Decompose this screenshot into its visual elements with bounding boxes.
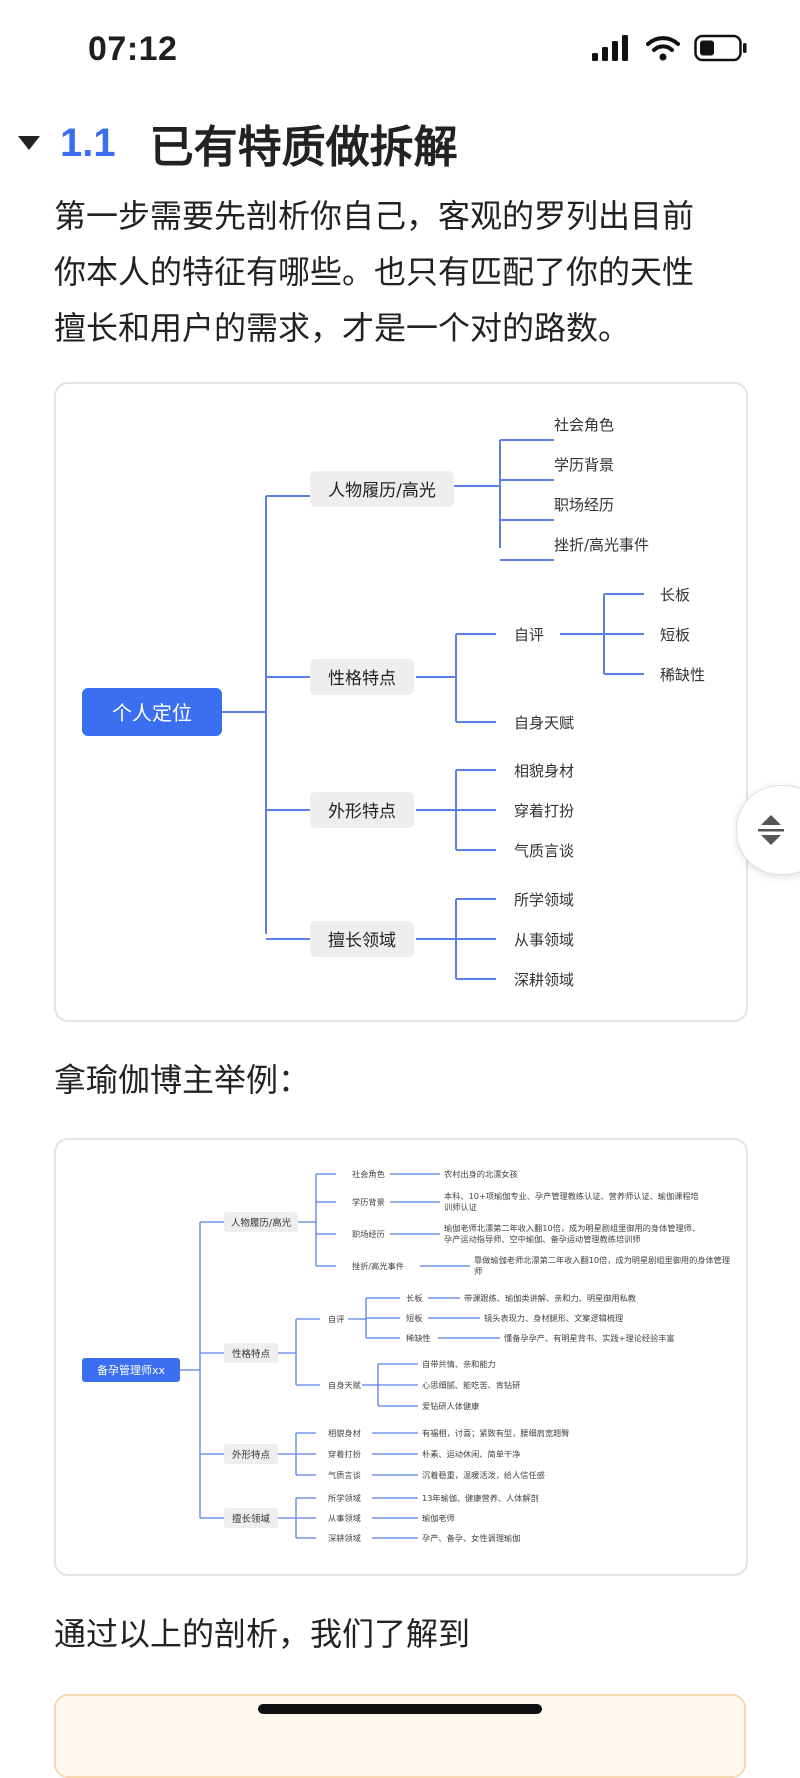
leaf-detail: 有福相，讨喜；紧致有型，腰细肩宽翘臀	[422, 1428, 569, 1438]
leaf-detail: 镜头表现力、身材腿形、文案逻辑梳理	[484, 1313, 623, 1323]
branch-node	[310, 792, 414, 828]
mindmap-personal-positioning: 个人定位 人物履历/高光 性格特点 外形特点 擅长领域 社会角色 学历背景 职场…	[82, 416, 705, 989]
intro-line: 第一步需要先剖析你自己，客观的罗列出目前	[54, 197, 695, 235]
leaf-label: 自评	[328, 1314, 344, 1324]
scroll-handle-icon	[758, 815, 784, 845]
leaf-label: 相貌身材	[328, 1428, 361, 1438]
leaf-detail: 自带共情、亲和能力	[422, 1359, 496, 1369]
leaf-detail: 孕产运动指导师、空中瑜伽、备孕运动管理教练培训师	[444, 1234, 641, 1244]
battery-icon	[694, 34, 747, 62]
intro-line: 擅长和用户的需求，才是一个对的路数。	[54, 309, 631, 347]
leaf-label: 学历背景	[352, 1197, 385, 1207]
mindmap-card-yoga-example: 备孕管理师xx 人物履历/高光 性格特点 外形特点 擅长领域 社会角色 农村出身…	[54, 1138, 748, 1576]
leaf-detail: 心思细腻、能吃苦、肯钻研	[422, 1380, 520, 1390]
leaf-detail: 13年瑜伽、健康营养、人体解剖	[422, 1493, 539, 1503]
leaf-label: 所学领域	[514, 891, 574, 909]
leaf-label: 所学领域	[328, 1493, 361, 1503]
leaf-detail: 懂备孕孕产、有明星背书、实践+理论经验丰富	[504, 1333, 675, 1343]
leaf-label: 深耕领域	[328, 1533, 361, 1543]
leaf-label: 穿着打扮	[328, 1449, 361, 1459]
leaf-label: 短板	[660, 626, 690, 644]
signal-icon	[592, 35, 628, 61]
intro-paragraph: 第一步需要先剖析你自己，客观的罗列出目前 你本人的特征有哪些。也只有匹配了你的天…	[54, 188, 744, 356]
mindmap-root-node	[82, 1358, 180, 1382]
mindmap-yoga-example: 备孕管理师xx 人物履历/高光 性格特点 外形特点 擅长领域 社会角色 农村出身…	[82, 1169, 730, 1543]
branch-label: 性格特点	[328, 669, 396, 689]
leaf-detail: 孕产、备孕、女性调理瑜伽	[422, 1533, 520, 1543]
leaf-label: 社会角色	[352, 1169, 385, 1179]
home-indicator[interactable]	[258, 1704, 542, 1714]
branch-label: 外形特点	[232, 1449, 271, 1461]
section-number: 1.1	[60, 120, 116, 165]
branch-node	[224, 1444, 278, 1464]
leaf-label: 自身天赋	[514, 714, 574, 732]
example-heading: 拿瑜伽博主举例：	[54, 1061, 311, 1099]
leaf-label: 深耕领域	[514, 971, 574, 989]
leaf-label: 挫折/高光事件	[554, 536, 649, 554]
branch-node	[310, 921, 414, 957]
branch-node	[224, 1343, 278, 1363]
conclusion-heading: 通过以上的剖析，我们了解到	[54, 1615, 471, 1653]
wifi-icon	[646, 36, 680, 61]
branch-node	[224, 1508, 278, 1528]
status-bar: 07:12	[0, 0, 800, 100]
branch-label: 擅长领域	[328, 931, 396, 951]
branch-node	[310, 471, 454, 507]
intro-line: 你本人的特征有哪些。也只有匹配了你的天性	[54, 253, 695, 291]
leaf-label: 长板	[406, 1293, 422, 1303]
leaf-label: 稀缺性	[406, 1333, 431, 1343]
leaf-label: 挫折/高光事件	[352, 1261, 404, 1271]
leaf-detail: 师	[474, 1266, 482, 1276]
leaf-detail: 朴素、运动休闲、简单干净	[422, 1449, 520, 1459]
leaf-label: 长板	[660, 586, 690, 604]
leaf-label: 相貌身材	[514, 762, 574, 780]
branch-node	[224, 1212, 298, 1232]
collapse-triangle-icon[interactable]	[18, 136, 40, 150]
mindmap-card-personal-positioning: 个人定位 人物履历/高光 性格特点 外形特点 擅长领域 社会角色 学历背景 职场…	[54, 382, 748, 1022]
leaf-label: 从事领域	[328, 1513, 361, 1523]
leaf-detail: 靠做瑜伽老师北漂第二年收入翻10倍，成为明星剧组里御用的身体管理	[474, 1255, 730, 1265]
status-time: 07:12	[88, 30, 178, 68]
leaf-detail: 爱钻研人体健康	[422, 1401, 479, 1411]
leaf-label: 气质言谈	[328, 1470, 361, 1480]
leaf-label: 职场经历	[554, 496, 614, 514]
leaf-detail: 瑜伽老师	[422, 1513, 455, 1523]
section-title: 已有特质做拆解	[149, 122, 458, 173]
leaf-label: 社会角色	[554, 416, 614, 434]
leaf-detail: 本科、10+项瑜伽专业、孕产管理教练认证、营养师认证、瑜伽课程培	[444, 1191, 699, 1201]
leaf-label: 短板	[406, 1313, 422, 1323]
branch-label: 人物履历/高光	[231, 1217, 292, 1229]
leaf-label: 自身天赋	[328, 1380, 361, 1390]
leaf-label: 自评	[514, 626, 544, 644]
leaf-detail: 训师认证	[444, 1202, 477, 1212]
mindmap-root-node	[82, 688, 222, 736]
branch-label: 外形特点	[328, 802, 396, 822]
leaf-detail: 带课跟练、瑜伽类讲解、亲和力、明星御用私教	[464, 1293, 636, 1303]
scroll-handle[interactable]	[736, 785, 800, 875]
leaf-label: 职场经历	[352, 1229, 385, 1239]
leaf-detail: 农村出身的北漂女孩	[444, 1169, 518, 1179]
leaf-label: 从事领域	[514, 931, 574, 949]
leaf-label: 学历背景	[554, 456, 614, 474]
mindmap-root-label: 个人定位	[112, 701, 192, 725]
section-heading: 1.1 已有特质做拆解	[18, 108, 458, 178]
mindmap-root-label: 备孕管理师xx	[97, 1363, 166, 1377]
leaf-detail: 沉着稳重，温暖活泼，给人信任感	[422, 1470, 545, 1480]
branch-label: 擅长领域	[232, 1513, 271, 1525]
leaf-detail: 瑜伽老师北漂第二年收入翻10倍，成为明星剧组里御用的身体管理师、	[444, 1223, 700, 1233]
branch-label: 性格特点	[232, 1348, 271, 1360]
leaf-label: 气质言谈	[514, 842, 574, 860]
branch-label: 人物履历/高光	[328, 481, 436, 501]
leaf-label: 穿着打扮	[514, 802, 574, 820]
status-icons	[592, 34, 748, 62]
branch-node	[310, 659, 414, 695]
leaf-label: 稀缺性	[660, 666, 705, 684]
